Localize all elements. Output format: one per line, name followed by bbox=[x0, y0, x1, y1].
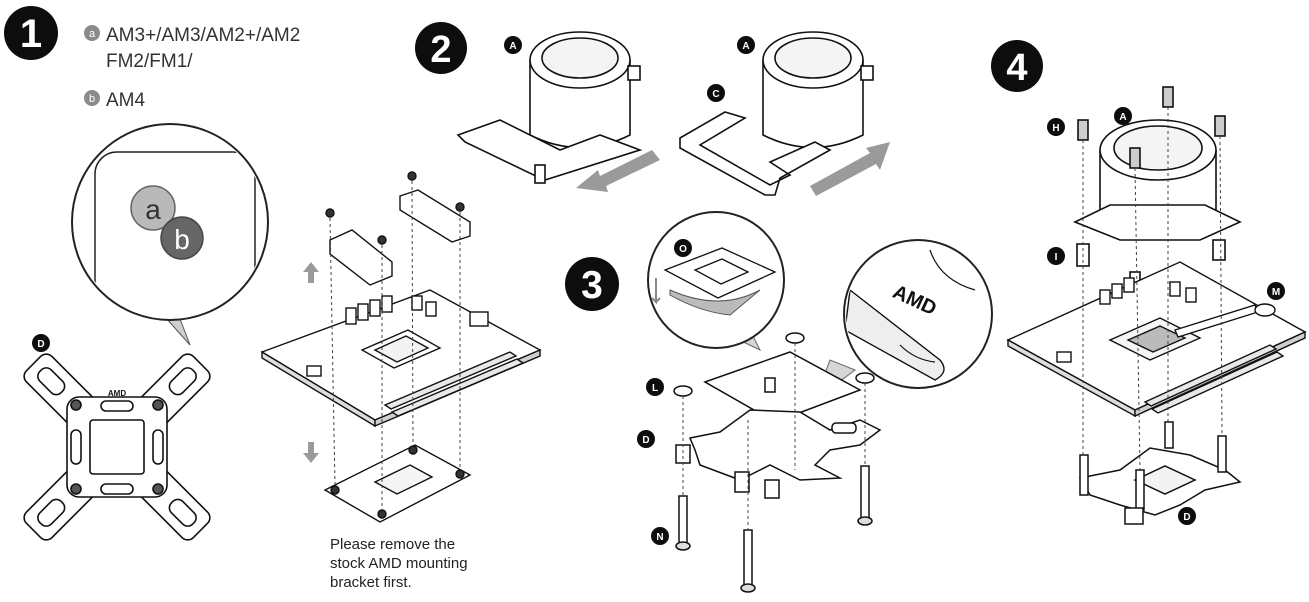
amd-marking-callout: AMD bbox=[813, 239, 993, 402]
label-D-step3: D bbox=[637, 430, 655, 448]
label-A-step2-left: A bbox=[504, 36, 522, 54]
note-line2: stock AMD mounting bbox=[330, 555, 468, 572]
svg-text:D: D bbox=[1183, 512, 1190, 523]
svg-text:a: a bbox=[145, 194, 161, 225]
svg-text:1: 1 bbox=[20, 12, 42, 56]
svg-text:O: O bbox=[679, 244, 687, 255]
option-a-line1: AM3+/AM3/AM2+/AM2 bbox=[106, 25, 300, 46]
note-line3: bracket first. bbox=[330, 574, 412, 591]
svg-text:A: A bbox=[742, 41, 749, 52]
label-N-step3: N bbox=[651, 527, 669, 545]
backplate-install-icon bbox=[1078, 421, 1242, 525]
step-4-section: 4 A H I M D bbox=[991, 40, 1307, 525]
step4-guides bbox=[1082, 107, 1223, 471]
step-2-section: 2 A A C bbox=[415, 22, 890, 196]
label-H-step4: H bbox=[1047, 118, 1065, 136]
note-line1: Please remove the bbox=[330, 536, 455, 553]
svg-text:I: I bbox=[1055, 252, 1058, 263]
up-arrow-icon bbox=[303, 262, 319, 283]
svg-text:4: 4 bbox=[1006, 47, 1027, 89]
motherboard-install-icon bbox=[1006, 261, 1307, 418]
label-I-step4: I bbox=[1047, 247, 1065, 265]
label-O-step3: O bbox=[674, 239, 692, 257]
label-M-step4: M bbox=[1267, 282, 1285, 300]
option-a-line2: FM2/FM1/ bbox=[106, 51, 193, 72]
svg-text:D: D bbox=[37, 339, 44, 350]
step3-guides bbox=[682, 343, 866, 530]
option-b-line1: AM4 bbox=[106, 90, 146, 111]
svg-text:H: H bbox=[1052, 123, 1059, 134]
step-4-badge: 4 bbox=[991, 40, 1043, 92]
svg-text:C: C bbox=[712, 89, 719, 100]
down-arrow-icon bbox=[303, 442, 319, 463]
svg-text:a: a bbox=[89, 28, 96, 40]
step-3-badge: 3 bbox=[565, 257, 619, 311]
pump-head-install-icon bbox=[1073, 86, 1242, 289]
label-A-step4: A bbox=[1114, 107, 1132, 125]
callout-a-marker-icon bbox=[130, 185, 176, 231]
svg-text:M: M bbox=[1272, 287, 1280, 298]
socket-selector-callout: a b bbox=[71, 123, 269, 346]
svg-text:b: b bbox=[174, 224, 190, 255]
pump-head-left-icon bbox=[456, 31, 643, 184]
label-D-step4: D bbox=[1178, 507, 1196, 525]
svg-text:D: D bbox=[642, 435, 649, 446]
socket-option-a: a AM3+/AM3/AM2+/AM2 FM2/FM1/ bbox=[84, 25, 300, 72]
svg-text:3: 3 bbox=[581, 264, 603, 307]
stock-bracket-clips-icon bbox=[325, 171, 471, 286]
svg-text:A: A bbox=[1119, 112, 1126, 123]
arrow-remove-left-icon bbox=[576, 150, 660, 192]
step-3-section: 3 O AMD bbox=[565, 211, 993, 593]
option-b-marker-icon bbox=[84, 90, 100, 106]
svg-text:L: L bbox=[652, 383, 658, 394]
step-1-badge: 1 bbox=[4, 6, 58, 60]
svg-text:b: b bbox=[89, 93, 95, 105]
pump-head-right-icon bbox=[679, 31, 874, 196]
option-a-marker-icon bbox=[84, 25, 100, 41]
step-2-badge: 2 bbox=[415, 22, 467, 74]
svg-text:2: 2 bbox=[430, 29, 451, 71]
callout-b-marker-icon bbox=[160, 216, 204, 260]
label-C-step2: C bbox=[707, 84, 725, 102]
motherboard-icon bbox=[260, 289, 542, 428]
svg-text:AMD: AMD bbox=[108, 389, 126, 398]
arrow-attach-right-icon bbox=[810, 142, 890, 196]
thermal-pad-callout bbox=[647, 211, 785, 352]
label-A-step2-right: A bbox=[737, 36, 755, 54]
label-L-step3: L bbox=[646, 378, 664, 396]
svg-text:N: N bbox=[656, 532, 663, 543]
alignment-guides bbox=[329, 180, 461, 510]
socket-option-b: b AM4 bbox=[84, 90, 146, 111]
label-D-step1: D bbox=[32, 334, 50, 352]
step-1-section: 1 a AM3+/AM3/AM2+/AM2 FM2/FM1/ b AM4 a bbox=[4, 6, 300, 541]
motherboard-removal-illustration: Please remove the stock AMD mounting bra… bbox=[260, 171, 542, 591]
svg-text:A: A bbox=[509, 41, 516, 52]
amd-mounting-bracket-icon: AMD bbox=[23, 353, 211, 541]
stock-backplate-icon bbox=[323, 444, 472, 523]
